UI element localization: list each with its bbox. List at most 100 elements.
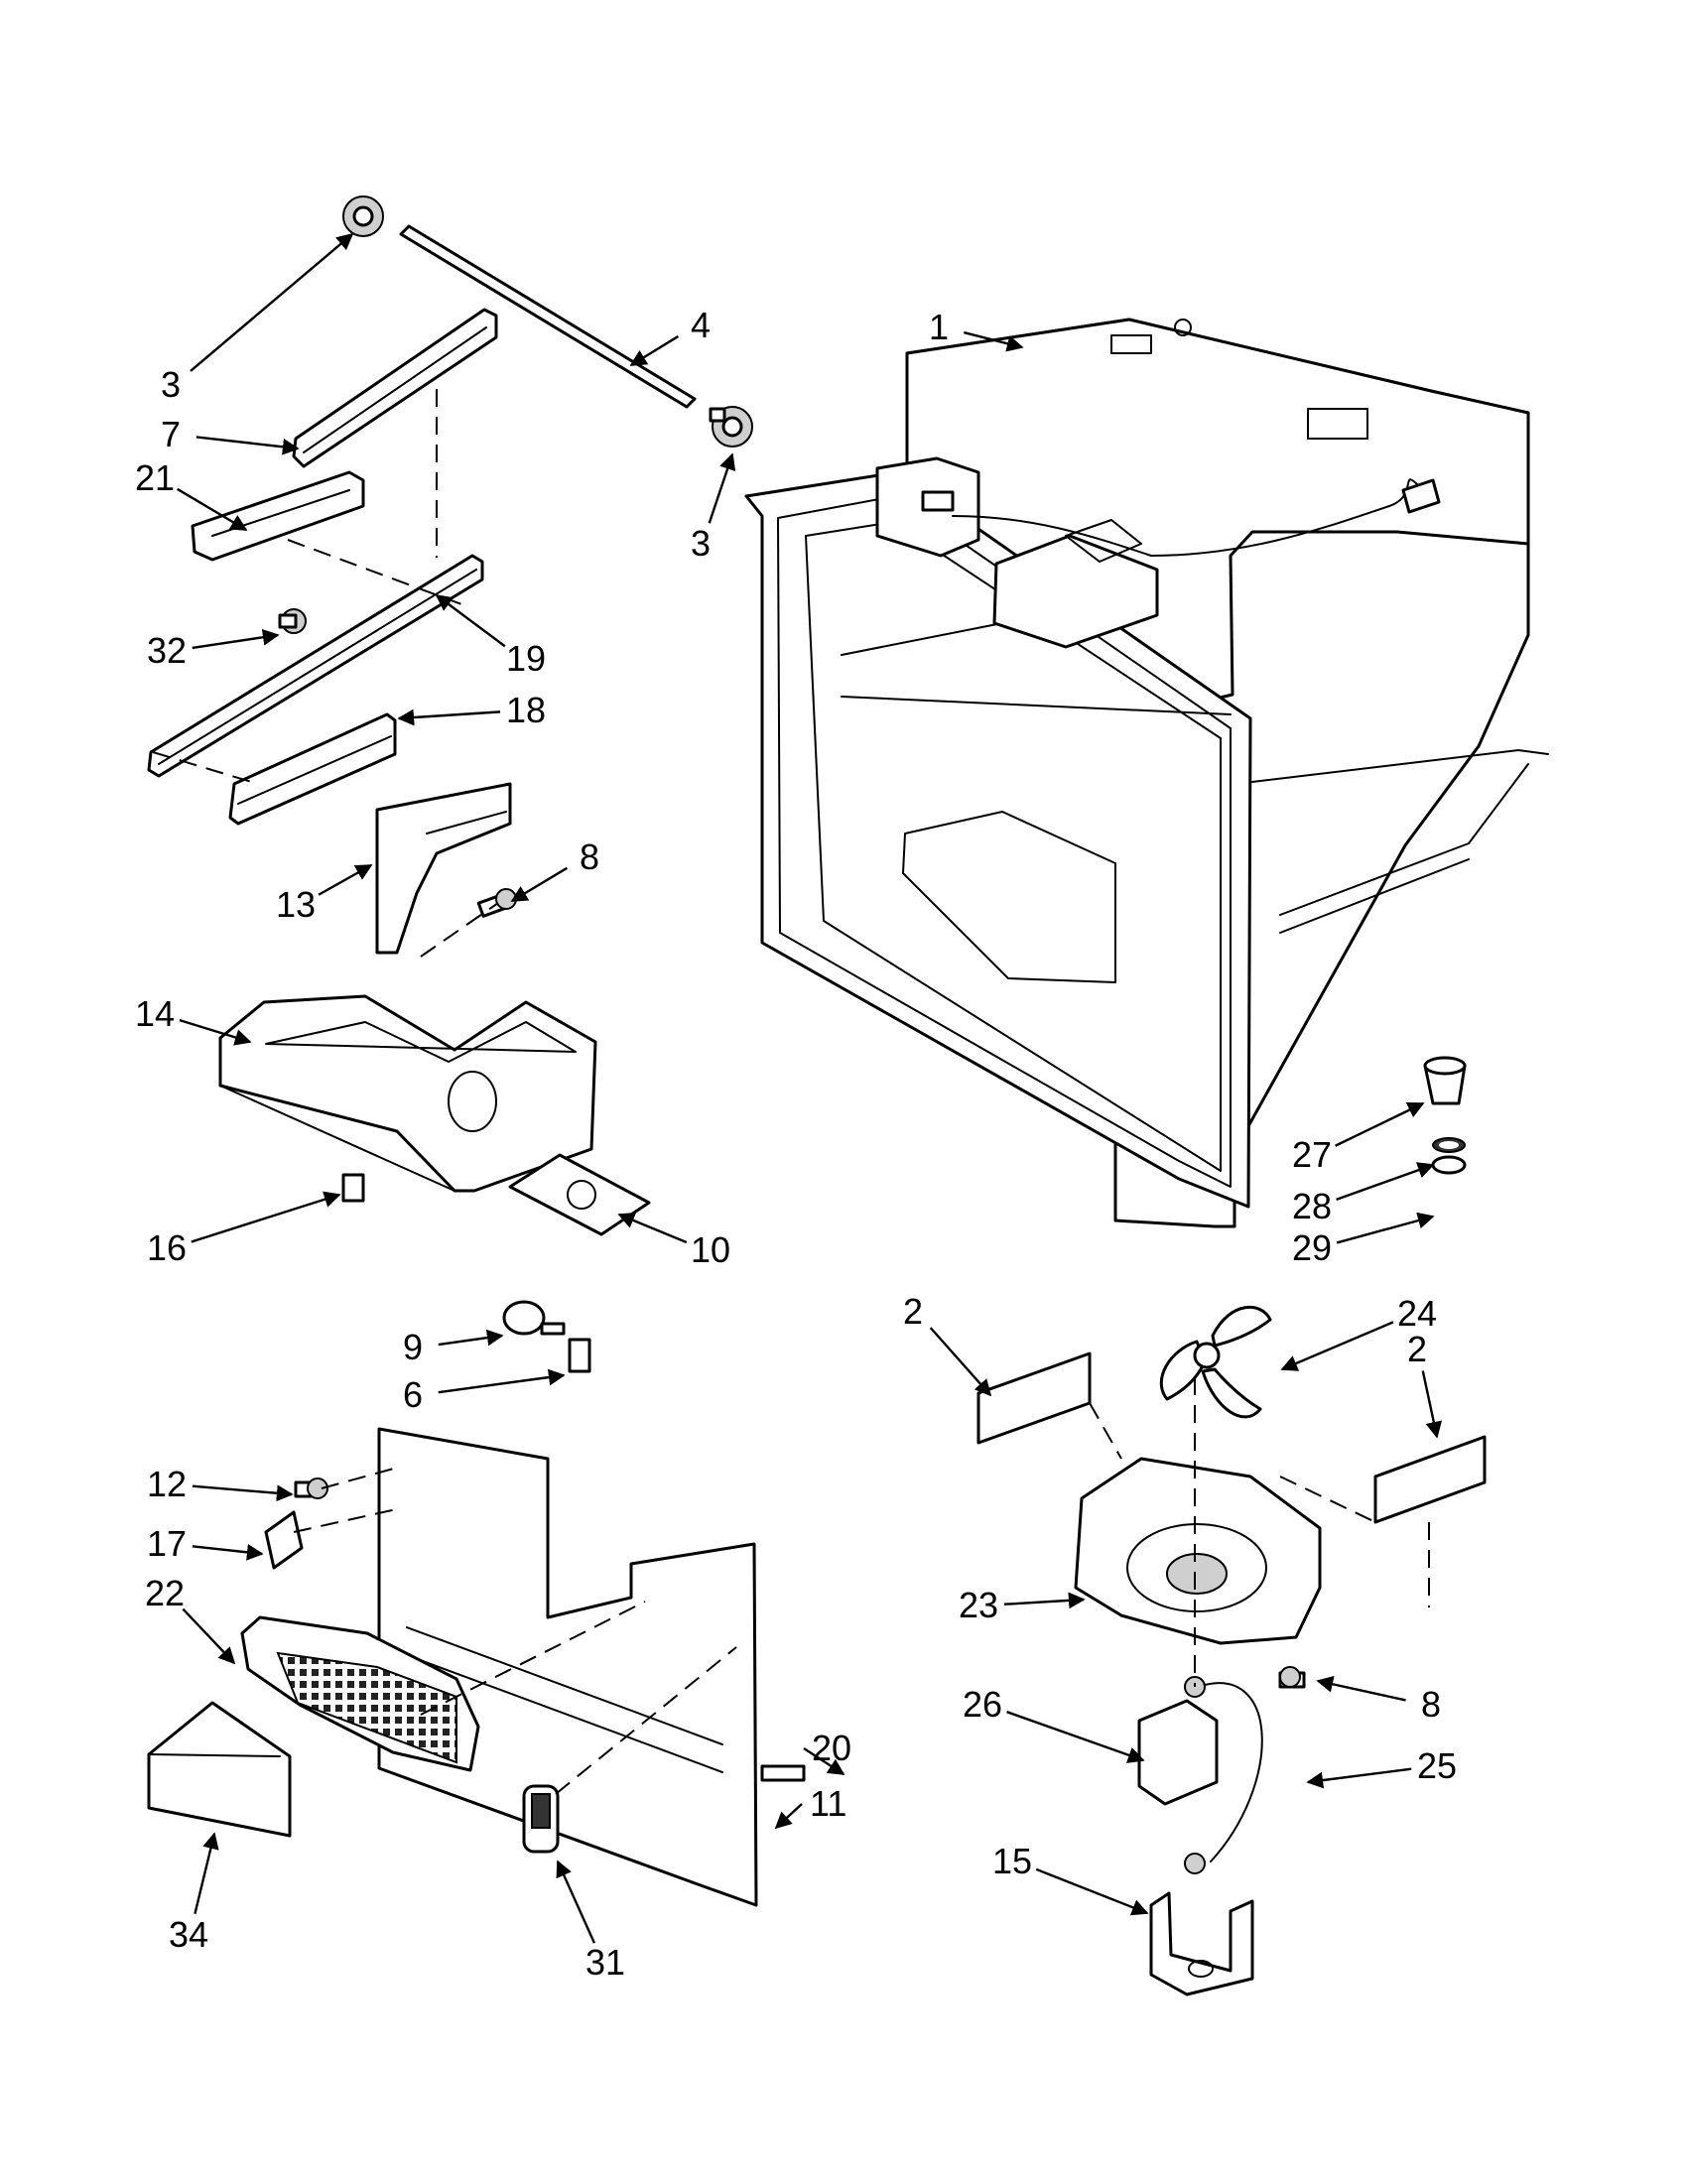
callout-29: 29 (1292, 1212, 1435, 1268)
callout-number: 3 (161, 364, 181, 405)
part-31-clip (522, 1784, 560, 1854)
callout-3: 3 (161, 232, 354, 405)
callout-19: 19 (435, 593, 546, 679)
callout-leader-arrow (774, 1803, 803, 1830)
callout-number: 14 (135, 993, 175, 1034)
callout-number: 12 (147, 1464, 187, 1504)
callout-number: 3 (691, 523, 711, 564)
callout-number: 15 (992, 1841, 1032, 1881)
part-3-gear-right (709, 406, 753, 448)
callout-3: 3 (691, 452, 736, 564)
callout-number: 34 (169, 1914, 208, 1955)
callout-13: 13 (276, 863, 373, 925)
part-18-lower-rail (228, 712, 397, 826)
callout-number: 25 (1417, 1745, 1457, 1786)
callout-1: 1 (929, 307, 1024, 352)
callout-number: 20 (812, 1728, 851, 1768)
callout-number: 24 (1397, 1293, 1437, 1334)
part-15-motor-bracket (1149, 1891, 1254, 1996)
callout-number: 28 (1292, 1186, 1332, 1226)
callout-leader-arrow (1035, 1867, 1149, 1916)
part-21-slide-bracket (191, 470, 365, 562)
callout-leader-arrow (929, 1327, 992, 1397)
callout-leader-arrow (192, 1484, 294, 1502)
callout-leader-arrow (318, 863, 373, 896)
callout-23: 23 (959, 1585, 1086, 1625)
callout-number: 26 (963, 1684, 1002, 1725)
callout-12: 12 (147, 1464, 294, 1504)
part-12-screw (294, 1477, 328, 1499)
callout-number: 22 (145, 1573, 185, 1613)
callout-leader-arrow (435, 593, 506, 648)
callout-31: 31 (556, 1860, 625, 1983)
callout-number: 21 (135, 457, 175, 498)
part-16-clip (341, 1173, 365, 1203)
callout-25: 25 (1306, 1745, 1457, 1789)
callout-leader-arrow (1306, 1767, 1412, 1789)
callout-number: 11 (810, 1783, 846, 1824)
callout-leader-arrow (195, 436, 300, 455)
callout-21: 21 (135, 457, 248, 532)
callout-16: 16 (147, 1191, 341, 1268)
callout-15: 15 (992, 1841, 1149, 1916)
callout-leader-arrow (1003, 1592, 1086, 1609)
callout-2: 2 (1407, 1329, 1443, 1439)
callout-2: 2 (903, 1291, 992, 1397)
callout-17: 17 (147, 1523, 264, 1564)
part-6-lamp-socket (568, 1338, 591, 1373)
part-24-fan-blade (1159, 1305, 1272, 1419)
callout-leader-arrow (179, 1019, 252, 1046)
callout-number: 8 (580, 836, 599, 877)
callout-26: 26 (963, 1684, 1145, 1763)
callout-leader-arrow (1336, 1162, 1435, 1201)
callout-number: 27 (1292, 1134, 1332, 1175)
assembly-dash-lines (152, 389, 1430, 1795)
callout-leader-arrow (1006, 1711, 1145, 1763)
callout-leader-arrow (708, 452, 736, 524)
callout-leader-arrow (194, 1832, 219, 1914)
part-9-bulb (502, 1300, 566, 1336)
callout-number: 4 (691, 305, 711, 345)
callout-7: 7 (161, 414, 300, 455)
callout-number: 2 (1407, 1329, 1427, 1369)
callout-number: 7 (161, 414, 181, 454)
callout-number: 13 (276, 884, 316, 925)
callout-leader-arrow (1316, 1676, 1406, 1702)
callout-leader-arrow (177, 487, 248, 532)
part-22-grille (240, 1615, 480, 1772)
callout-24: 24 (1280, 1293, 1437, 1371)
part-7-slide-rail (292, 308, 498, 468)
part-34-cover-box (147, 1701, 292, 1838)
callout-leader-arrow (191, 1191, 341, 1243)
part-17-switch (264, 1510, 304, 1570)
callout-27: 27 (1292, 1101, 1425, 1175)
callout-number: 9 (403, 1327, 423, 1367)
callout-number: 2 (903, 1291, 923, 1332)
callout-8: 8 (1316, 1676, 1441, 1725)
callout-leader-arrow (192, 628, 280, 650)
callout-leader-arrow (510, 866, 568, 903)
callout-leader-arrow (182, 1607, 236, 1665)
callout-number: 17 (147, 1523, 187, 1564)
callout-8: 8 (510, 836, 599, 903)
part-13-bracket (375, 782, 512, 955)
callout-number: 32 (147, 630, 187, 671)
part-28-ring (1432, 1137, 1466, 1153)
callout-11: 11 (774, 1783, 846, 1830)
callout-leader-arrow (1421, 1370, 1443, 1439)
part-26-fan-motor (1137, 1676, 1219, 1874)
callout-number: 29 (1292, 1227, 1332, 1268)
part-2-foam-block-right (1373, 1435, 1487, 1524)
callout-4: 4 (629, 305, 711, 367)
callout-32: 32 (147, 628, 280, 671)
callout-leader-arrow (1336, 1212, 1435, 1244)
part-25-wire-harness (1204, 1682, 1263, 1863)
callout-leader-arrow (192, 1543, 264, 1561)
part-20-foam-strip (760, 1764, 806, 1782)
part-10-label-sheet (508, 1153, 651, 1236)
callout-22: 22 (145, 1573, 236, 1665)
callout-number: 23 (959, 1585, 998, 1625)
callout-28: 28 (1292, 1162, 1435, 1226)
